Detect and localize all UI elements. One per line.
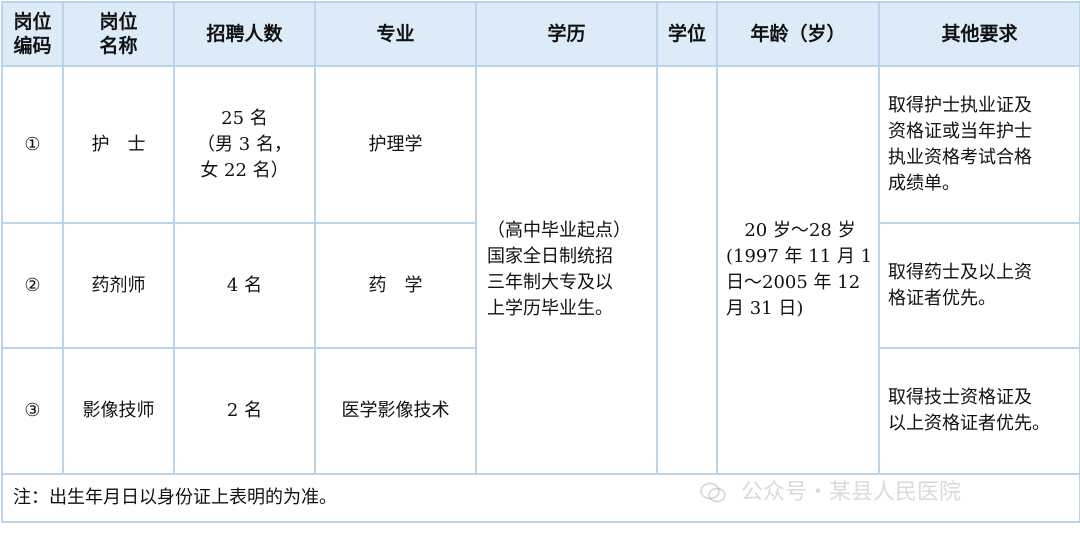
header-count: 招聘人数: [173, 1, 316, 67]
recruitment-table: 岗位 编码 岗位 名称 招聘人数 专业 学历 学位 年龄（岁） 其他要求 ① 护…: [1, 1, 1080, 523]
cell-count: 4 名: [173, 222, 316, 349]
cell-count: 25 名 （男 3 名， 女 22 名）: [173, 65, 316, 224]
header-major: 专业: [314, 1, 477, 67]
cell-major: 药 学: [314, 222, 477, 349]
cell-other: 取得技士资格证及 以上资格证者优先。: [878, 347, 1080, 475]
cell-name: 影像技师: [62, 347, 175, 475]
header-age: 年龄（岁）: [716, 1, 880, 67]
header-row: 岗位 编码 岗位 名称 招聘人数 专业 学历 学位 年龄（岁） 其他要求: [1, 1, 1080, 67]
cell-degree: [656, 65, 718, 475]
cell-code: ③: [1, 347, 64, 475]
header-other: 其他要求: [878, 1, 1080, 67]
cell-code: ②: [1, 222, 64, 349]
table-row: ② 药剂师 4 名 药 学 取得药士及以上资 格证者优先。: [1, 222, 1080, 349]
cell-major: 医学影像技术: [314, 347, 477, 475]
cell-name: 护 士: [62, 65, 175, 224]
cell-education: （高中毕业起点） 国家全日制统招 三年制大专及以 上学历毕业生。: [475, 65, 658, 475]
header-code: 岗位 编码: [1, 1, 64, 67]
table-note: 注：出生年月日以身份证上表明的为准。: [1, 473, 1080, 523]
cell-count: 2 名: [173, 347, 316, 475]
cell-age: 20 岁～28 岁 (1997 年 11 月 1 日～2005 年 12 月 3…: [716, 65, 880, 475]
note-row: 注：出生年月日以身份证上表明的为准。: [1, 473, 1080, 523]
cell-name: 药剂师: [62, 222, 175, 349]
cell-major: 护理学: [314, 65, 477, 224]
cell-other: 取得药士及以上资 格证者优先。: [878, 222, 1080, 349]
header-education: 学历: [475, 1, 658, 67]
table-row: ① 护 士 25 名 （男 3 名， 女 22 名） 护理学 （高中毕业起点） …: [1, 65, 1080, 475]
cell-other: 取得护士执业证及 资格证或当年护士 执业资格考试合格 成绩单。: [878, 65, 1080, 224]
header-name: 岗位 名称: [62, 1, 175, 67]
cell-code: ①: [1, 65, 64, 224]
header-degree: 学位: [656, 1, 718, 67]
table-row: ③ 影像技师 2 名 医学影像技术 取得技士资格证及 以上资格证者优先。: [1, 347, 1080, 475]
